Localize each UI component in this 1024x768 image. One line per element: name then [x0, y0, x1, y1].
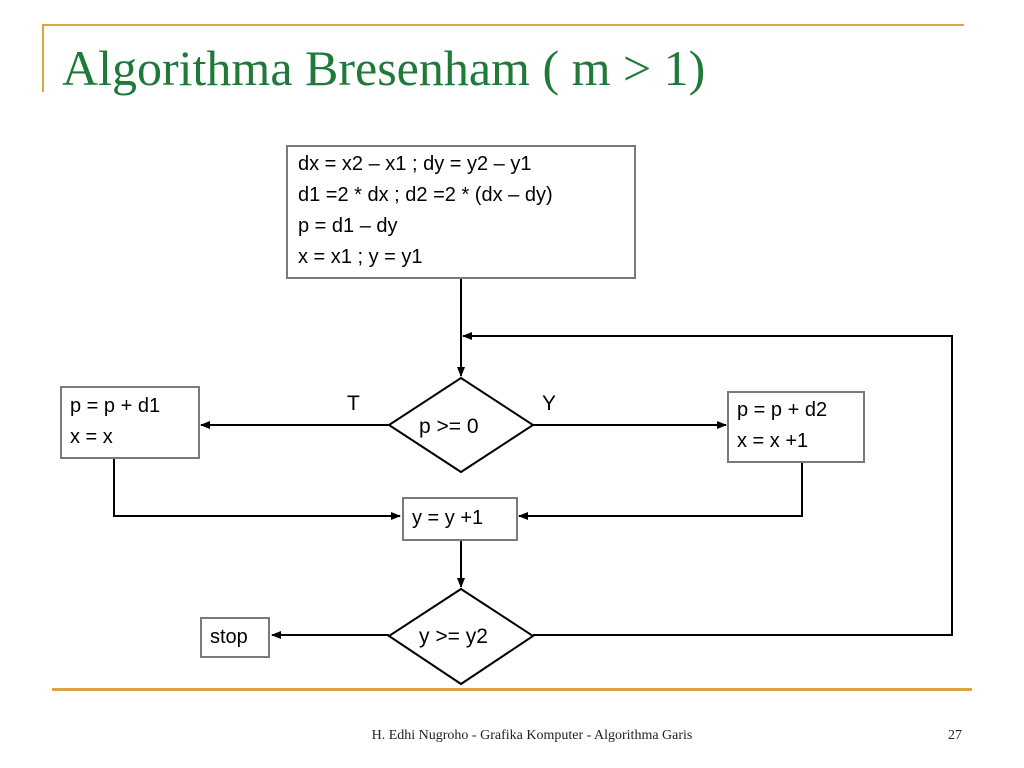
init-line: d1 =2 * dx ; d2 =2 * (dx – dy) [298, 184, 553, 206]
decision-y-diamond [387, 587, 535, 686]
stop-box: stop [200, 617, 270, 658]
connector-true-to-increment [518, 463, 803, 520]
branch-true-label: Y [542, 392, 557, 415]
stop-label: stop [210, 626, 248, 648]
connector-loop-back [462, 332, 953, 636]
branch-false-label: T [347, 392, 360, 415]
false-branch-line: x = x [70, 426, 113, 448]
init-line: x = x1 ; y = y1 [298, 246, 423, 268]
decision-p-label: p >= 0 [419, 415, 479, 438]
true-branch-line: x = x +1 [737, 430, 809, 452]
init-box: dx = x2 – x1 ; dy = y2 – y1 d1 =2 * dx ;… [286, 145, 636, 279]
page-number: 27 [948, 728, 962, 743]
connector-false-to-increment [113, 459, 401, 520]
decision-y-label: y >= y2 [419, 625, 488, 648]
slide-title: Algorithma Bresenham ( m > 1) [62, 40, 706, 96]
decision-p-diamond [387, 376, 535, 474]
false-branch-line: p = p + d1 [70, 395, 161, 417]
top-accent-rule [42, 24, 964, 26]
slide-footer: H. Edhi Nugroho - Grafika Komputer - Alg… [371, 728, 693, 743]
init-line: dx = x2 – x1 ; dy = y2 – y1 [298, 153, 532, 175]
increment-label: y = y +1 [412, 507, 484, 529]
true-branch-line: p = p + d2 [737, 399, 828, 421]
false-branch-box: p = p + d1 x = x [60, 386, 200, 459]
footer-accent-rule [52, 688, 972, 691]
init-line: p = d1 – dy [298, 215, 398, 237]
true-branch-box: p = p + d2 x = x +1 [727, 391, 865, 463]
increment-box: y = y +1 [402, 497, 518, 541]
left-accent-rule [42, 24, 44, 92]
